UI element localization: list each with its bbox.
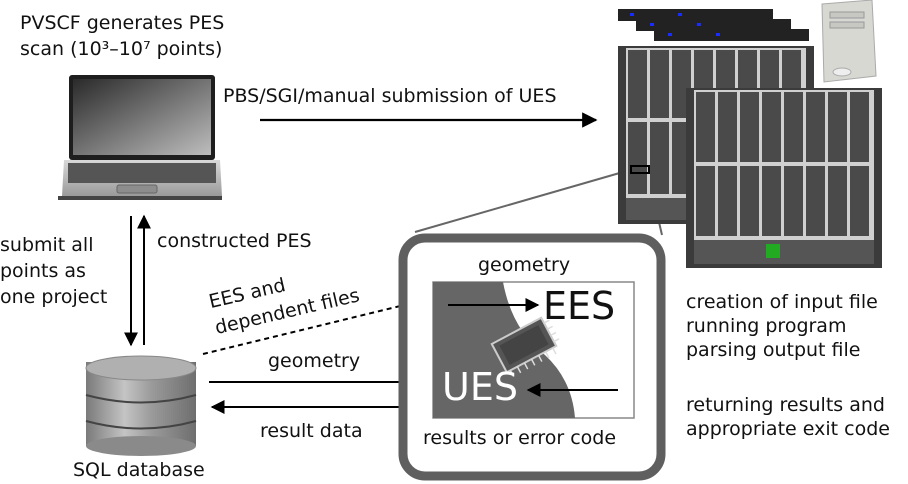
submit-line-2: points as [0,260,86,282]
result-data-label: result data [260,420,363,442]
submit-line-1: submit all [0,234,94,256]
submit-line-3: one project [0,286,108,308]
results-error-label: results or error code [423,427,617,449]
constructed-pes-label: constructed PES [157,230,312,252]
return-line-1: returning results and [686,394,885,416]
geometry-arrow-label: geometry [268,350,361,372]
ues-label: UES [442,365,518,409]
database-label: SQL database [73,459,205,481]
title-line-1: PVSCF generates PES [20,12,225,34]
process-line-3: parsing output file [686,339,861,361]
process-line-1: creation of input file [686,291,878,313]
process-line-2: running program [686,315,847,337]
database-icon [85,355,197,456]
ees-label: EES [543,284,616,328]
return-line-2: appropriate exit code [686,418,890,440]
ees-files-arrow [202,296,427,355]
title-line-2: scan (10³–10⁷ points) [20,38,223,60]
chip-icon [490,316,560,377]
tower-pc-icon [821,0,877,83]
zoom-connector-left [414,169,631,233]
node-geometry-label: geometry [478,254,571,276]
server-cluster-icon [618,9,882,268]
laptop-icon [58,75,222,200]
submission-label: PBS/SGI/manual submission of UES [223,85,557,107]
